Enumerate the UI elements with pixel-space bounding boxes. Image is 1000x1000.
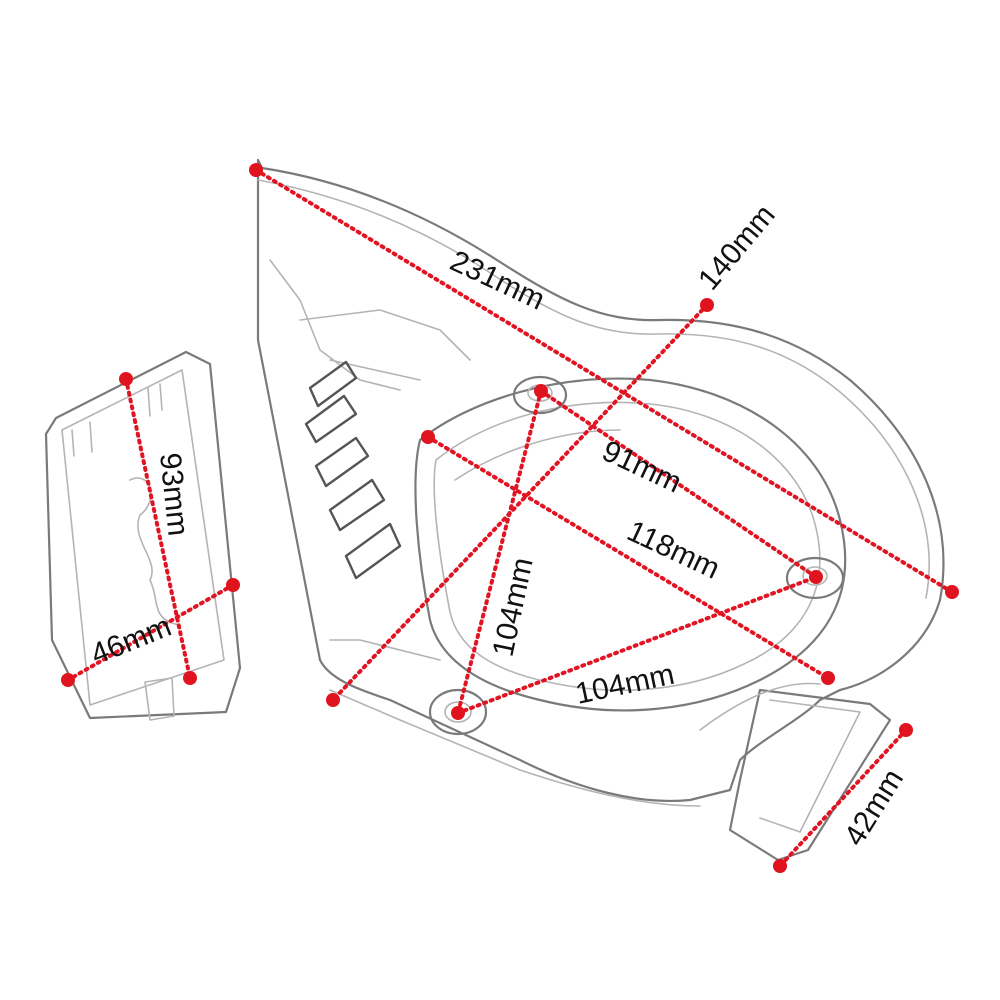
label-bolt-span-bottom: 104mm <box>573 658 678 711</box>
bolt-boss-right <box>785 556 845 600</box>
measure-bolt-span-vertical <box>456 389 543 715</box>
measure-bolt-span-top <box>539 389 818 579</box>
measurement-endpoint-dot <box>119 372 133 386</box>
label-bolt-span-top: 91mm <box>597 434 686 499</box>
bolt-boss-bottom <box>428 688 488 736</box>
measurement-endpoint-dot <box>821 671 835 685</box>
measure-bolt-span-bottom <box>456 575 818 715</box>
measurement-endpoint-dot <box>326 693 340 707</box>
label-tab-width: 42mm <box>838 764 910 852</box>
measurement-endpoint-dot <box>773 859 787 873</box>
insert-panel <box>44 350 242 721</box>
measurement-endpoint-dot <box>226 578 240 592</box>
sprocket-cover <box>256 158 945 862</box>
measurement-endpoint-dot <box>451 706 465 720</box>
measurement-endpoint-dot <box>899 723 913 737</box>
measurement-endpoint-dot <box>183 671 197 685</box>
measurement-endpoint-dot <box>534 384 548 398</box>
measure-inner-span <box>426 435 830 680</box>
measure-total-length <box>254 168 954 594</box>
vent-slots <box>304 360 402 580</box>
measurement-lines <box>66 168 954 868</box>
measurement-endpoint-dot <box>249 163 263 177</box>
measurement-endpoint-dot <box>61 673 75 687</box>
measure-tab-width <box>778 728 908 868</box>
label-inner-span: 118mm <box>622 514 725 585</box>
measurement-dots <box>61 163 959 873</box>
label-insert-height: 93mm <box>153 451 195 537</box>
measure-width <box>331 303 709 702</box>
measurement-endpoint-dot <box>421 430 435 444</box>
bottom-tab <box>699 682 892 862</box>
measure-insert-width <box>66 583 235 682</box>
measurement-endpoint-dot <box>809 570 823 584</box>
measurement-endpoint-dot <box>945 585 959 599</box>
label-width: 140mm <box>692 199 782 297</box>
label-total-length: 231mm <box>445 244 550 316</box>
measurement-endpoint-dot <box>700 298 714 312</box>
measure-insert-height <box>124 377 192 680</box>
label-insert-width: 46mm <box>86 610 176 672</box>
